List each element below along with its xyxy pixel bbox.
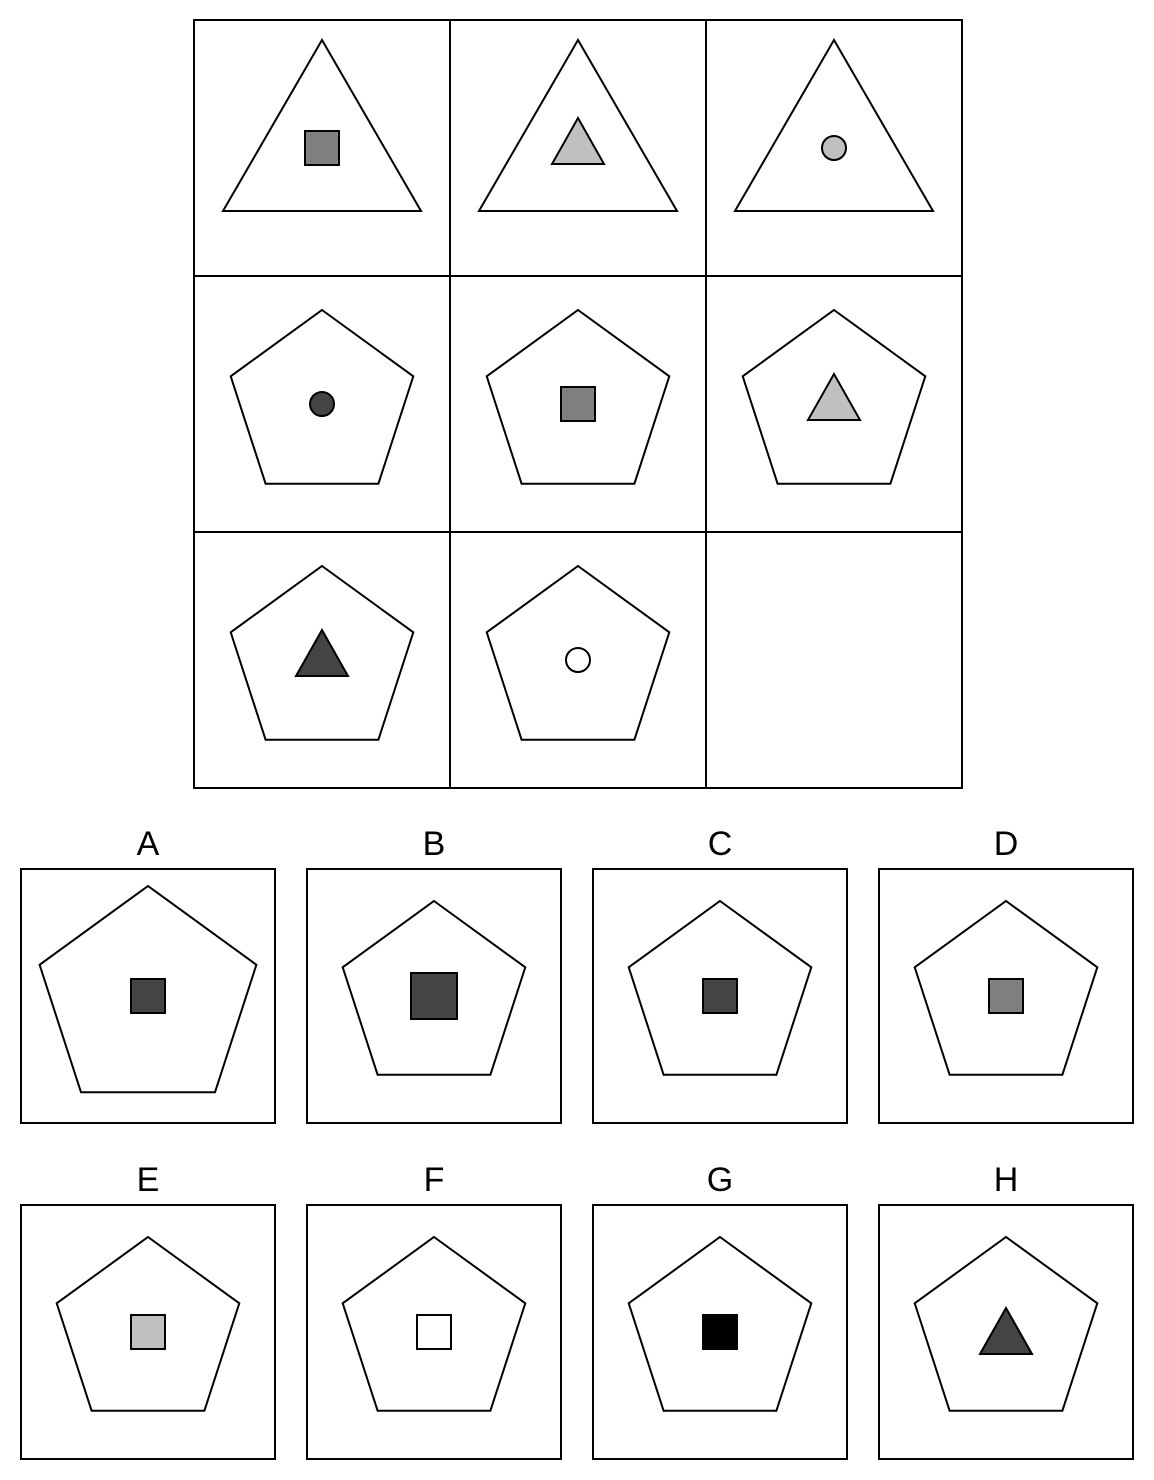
option-label: A xyxy=(137,825,160,863)
option-label: E xyxy=(137,1161,160,1199)
inner-circle-dark xyxy=(309,391,335,417)
inner-square-black xyxy=(702,1314,738,1350)
inner-triangle-dark xyxy=(294,627,350,677)
option-label: D xyxy=(994,825,1019,863)
matrix-cell xyxy=(229,308,415,485)
inner-square-dark xyxy=(130,978,166,1014)
option-label: F xyxy=(424,1161,445,1199)
inner-square-medium xyxy=(988,978,1024,1014)
option-label: H xyxy=(994,1161,1019,1199)
matrix-cell xyxy=(741,308,927,485)
matrix-cell xyxy=(485,308,671,485)
option-a[interactable]: A xyxy=(20,825,276,1124)
matrix-cell xyxy=(477,38,679,212)
option-f[interactable]: F xyxy=(306,1161,562,1460)
inner-circle-white xyxy=(565,647,591,673)
inner-square-dark xyxy=(410,972,458,1020)
answer-options: A B C D E F G H xyxy=(20,825,1134,1460)
outer-triangle xyxy=(733,38,935,212)
option-label: B xyxy=(423,825,446,863)
matrix-frame xyxy=(193,19,963,789)
inner-square-dark xyxy=(702,978,738,1014)
option-c[interactable]: C xyxy=(592,825,848,1124)
inner-triangle-light xyxy=(806,371,862,421)
option-label: C xyxy=(708,825,733,863)
option-g[interactable]: G xyxy=(592,1161,848,1460)
option-d[interactable]: D xyxy=(878,825,1134,1124)
inner-circle-light xyxy=(821,135,847,161)
inner-square-medium xyxy=(304,130,340,166)
inner-triangle-light xyxy=(550,115,606,165)
option-label: G xyxy=(707,1161,733,1199)
matrix-cell xyxy=(733,38,935,212)
matrix-cell xyxy=(485,564,671,741)
inner-triangle-dark xyxy=(978,1305,1034,1355)
option-e[interactable]: E xyxy=(20,1161,276,1460)
outer-triangle xyxy=(221,38,423,212)
inner-square-light xyxy=(130,1314,166,1350)
inner-square-medium xyxy=(560,386,596,422)
option-b[interactable]: B xyxy=(306,825,562,1124)
matrix-grid xyxy=(193,19,963,789)
matrix-cell xyxy=(229,564,415,741)
inner-square-white xyxy=(416,1314,452,1350)
option-h[interactable]: H xyxy=(878,1161,1134,1460)
matrix-cell xyxy=(221,38,423,212)
